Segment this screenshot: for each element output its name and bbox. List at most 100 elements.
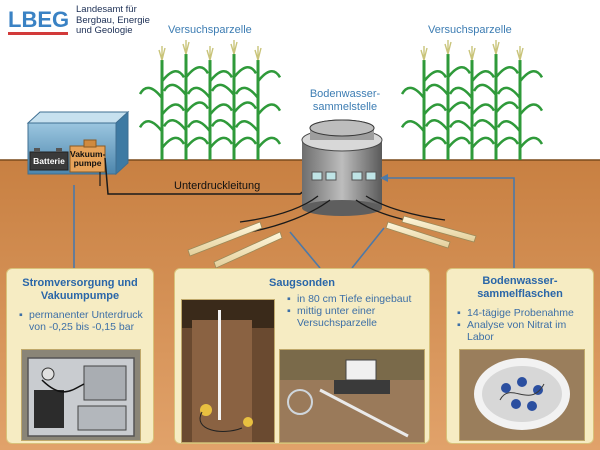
plant-leaf <box>161 70 186 83</box>
plant-leaf <box>233 136 258 149</box>
plant-leaf <box>496 120 521 133</box>
panel-title: Bodenwasser- sammelflaschen <box>447 275 593 301</box>
equipment-box <box>26 110 130 176</box>
title-line: Stromversorgung und <box>22 277 138 289</box>
title-line: Bodenwasser- <box>482 275 558 287</box>
plant-leaf <box>185 136 210 149</box>
plant-tassel <box>182 40 190 55</box>
bullet-item: in 80 cm Tiefe eingebaut <box>287 293 425 305</box>
panel-suction-probes: Saugsonden in 80 cm Tiefe eingebaut mitt… <box>174 268 430 444</box>
plant-leaf <box>234 86 259 99</box>
plant-leaf <box>210 83 235 96</box>
label-line: Vakuum- <box>70 149 106 159</box>
title-line: Vakuumpumpe <box>40 290 120 302</box>
panel-title: Stromversorgung und Vakuumpumpe <box>7 277 153 303</box>
photo-art <box>182 300 274 442</box>
plant-leaf <box>448 120 473 133</box>
plant-tassel <box>254 46 262 61</box>
suction-probes <box>187 215 477 269</box>
photo-art <box>460 350 584 440</box>
label-line: sammelstelle <box>312 101 378 113</box>
plant-leaf <box>423 103 448 116</box>
battery-block <box>29 151 69 171</box>
plant-leaf <box>447 66 472 79</box>
plant-leaf <box>519 103 544 116</box>
plant-leaf <box>161 103 186 116</box>
plant-leaf <box>162 119 187 132</box>
label-battery: Batterie <box>33 156 65 166</box>
logo-org-name: Landesamt für Bergbau, Energie und Geolo… <box>76 4 150 37</box>
photo-art <box>22 350 140 440</box>
plant-leaf <box>400 86 425 99</box>
plant-leaf <box>233 101 258 114</box>
plant-leaf <box>233 66 258 79</box>
photo-probe-installation <box>279 349 425 443</box>
plant-leaf <box>186 86 211 99</box>
plant-leaf <box>495 66 520 79</box>
photo-sample-bottles <box>459 349 585 441</box>
plant-leaf <box>495 136 520 149</box>
bullet-item: permanenter Unterdruck von -0,25 bis -0,… <box>19 309 149 333</box>
logo-underline-icon <box>8 32 68 35</box>
photo-power-equipment <box>21 349 141 441</box>
plant-leaf <box>448 86 473 99</box>
logo-org-line: Bergbau, Energie <box>76 14 150 26</box>
plant-leaf <box>138 120 163 133</box>
panel-collection-bottles: Bodenwasser- sammelflaschen 14-tägige Pr… <box>446 268 594 444</box>
plant-leaf <box>472 83 497 96</box>
photo-soil-profile <box>181 299 275 443</box>
label-collection-point: Bodenwasser- sammelstelle <box>300 88 390 114</box>
plant-leaf <box>423 136 448 149</box>
panel-power-supply: Stromversorgung und Vakuumpumpe permanen… <box>6 268 154 444</box>
plant-tassel <box>516 46 524 61</box>
plant-leaf <box>185 101 210 114</box>
plant-leaf <box>519 70 544 83</box>
label-pump: Vakuum- pumpe <box>70 150 105 168</box>
plant-leaf <box>424 119 449 132</box>
plant-leaf <box>138 86 163 99</box>
plant-leaf <box>186 120 211 133</box>
label-plot-right: Versuchsparzelle <box>428 24 512 36</box>
maize-plants-left <box>138 40 282 160</box>
plant-leaf <box>496 86 521 99</box>
bullet-item: 14-tägige Probenahme <box>457 307 591 319</box>
bullet-list: in 80 cm Tiefe eingebaut mittig unter ei… <box>287 293 425 329</box>
plant-tassel <box>420 46 428 61</box>
label-line: pumpe <box>73 158 102 168</box>
bullet-item: mittig unter einer Versuchsparzelle <box>287 305 425 329</box>
plant-tassel <box>158 46 166 61</box>
plant-leaf <box>519 136 544 149</box>
plant-leaf <box>161 136 186 149</box>
collection-drum <box>301 119 383 216</box>
plant-leaf <box>495 101 520 114</box>
plant-leaf <box>209 70 234 83</box>
bullet-list: 14-tägige Probenahme Analyse von Nitrat … <box>457 307 591 343</box>
plant-leaf <box>257 103 282 116</box>
plant-leaf <box>471 136 496 149</box>
plant-tassel <box>444 40 452 55</box>
logo: LBEG Landesamt für Bergbau, Energie und … <box>4 4 152 36</box>
plant-leaf <box>400 120 425 133</box>
logo-org-line: Landesamt für <box>76 4 137 15</box>
plant-leaf <box>209 136 234 149</box>
plant-leaf <box>472 119 497 132</box>
plant-tassel <box>492 40 500 55</box>
callout-arrow-head <box>380 174 388 182</box>
plant-leaf <box>234 120 259 133</box>
label-vacuum-line: Unterdruckleitung <box>174 180 261 192</box>
label-plot-left: Versuchsparzelle <box>168 24 252 36</box>
plant-tassel <box>230 40 238 55</box>
plant-tassel <box>206 46 214 61</box>
plant-leaf <box>447 136 472 149</box>
plant-leaf <box>423 70 448 83</box>
bullet-list: permanenter Unterdruck von -0,25 bis -0,… <box>19 309 149 333</box>
plant-leaf <box>209 103 234 116</box>
plant-leaf <box>447 101 472 114</box>
label-line: Bodenwasser- <box>309 88 381 100</box>
plant-tassel <box>468 46 476 61</box>
plant-leaf <box>471 70 496 83</box>
title-line: sammelflaschen <box>477 288 563 300</box>
maize-plants-right <box>400 40 544 160</box>
plant-leaf <box>257 136 282 149</box>
